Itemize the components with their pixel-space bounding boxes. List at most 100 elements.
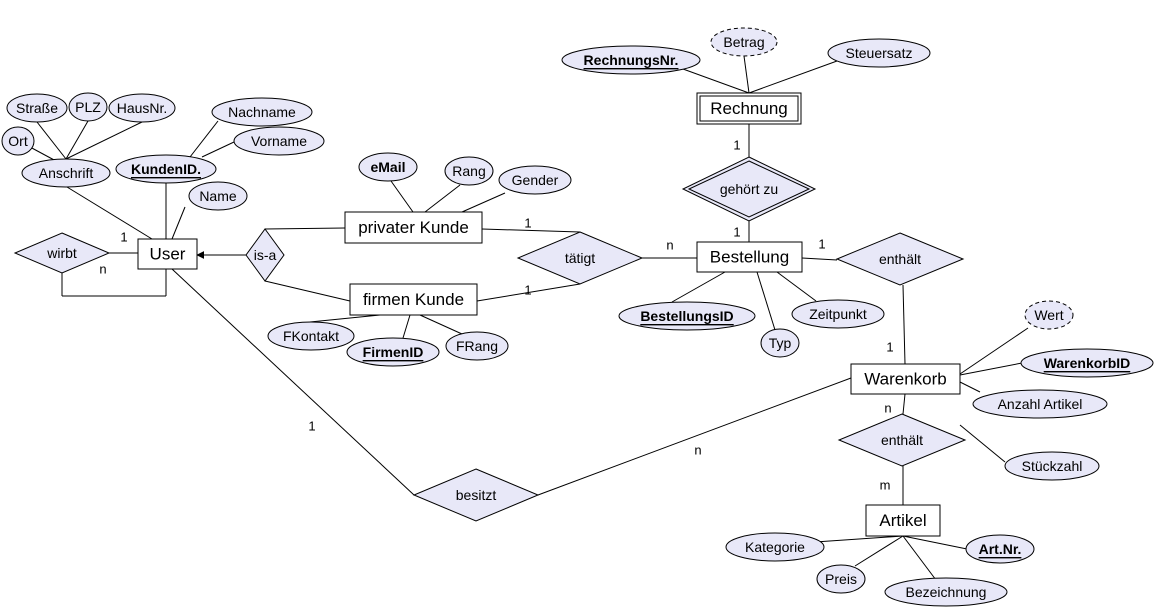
attribute-label: KundenID.	[131, 161, 201, 177]
entity-privat[interactable]: privater Kunde	[344, 211, 483, 244]
attribute-label: Nachname	[228, 104, 296, 120]
attribute-ellipse	[827, 38, 931, 68]
attribute-ellipse	[6, 93, 68, 123]
attribute-ellipse	[760, 328, 800, 358]
attribute-vorname[interactable]: Vorname	[233, 126, 325, 156]
cardinality-c_user_besitzt: 1	[308, 419, 315, 434]
connector-line	[671, 271, 726, 303]
connector-line	[902, 535, 968, 550]
relationship-wirbt[interactable]: wirbt	[13, 232, 111, 274]
attribute-nachname[interactable]: Nachname	[211, 97, 313, 127]
entity-box	[137, 238, 198, 270]
attribute-label: Anschrift	[39, 165, 94, 181]
attribute-ort[interactable]: Ort	[1, 126, 35, 156]
connector-line	[814, 535, 904, 543]
connector-line	[309, 314, 381, 323]
entity-label: Bestellung	[710, 248, 789, 267]
attribute-label: Ort	[8, 133, 28, 149]
attribute-rechnungsnr[interactable]: RechnungsNr.	[561, 45, 701, 75]
connector-line	[476, 283, 581, 302]
attribute-kategorie[interactable]: Kategorie	[725, 532, 825, 562]
connector-line	[65, 121, 143, 160]
attribute-ellipse	[108, 93, 176, 123]
connector-line	[481, 228, 581, 233]
connector-line	[65, 120, 89, 160]
attribute-stueckzahl[interactable]: Stückzahl	[1004, 451, 1100, 481]
relationship-diamond	[835, 232, 965, 286]
entity-bestellung[interactable]: Bestellung	[696, 241, 803, 273]
attribute-label: Bezeichnung	[906, 584, 987, 600]
entity-box	[865, 504, 941, 537]
entity-rechnung[interactable]: Rechnung	[696, 92, 802, 125]
relationship-diamond	[13, 232, 111, 274]
entity-firmen[interactable]: firmen Kunde	[349, 283, 478, 316]
relationship-enthaelt2[interactable]: enthält	[837, 413, 967, 467]
attribute-ellipse	[21, 158, 111, 188]
attribute-ellipse	[1024, 300, 1074, 330]
relationship-label: gehört zu	[720, 181, 778, 197]
attribute-label: RechnungsNr.	[584, 52, 679, 68]
entity-label: privater Kunde	[358, 218, 469, 237]
connector-line	[402, 314, 411, 339]
relationship-label: tätigt	[565, 250, 595, 266]
relationship-isa[interactable]: is-a	[245, 228, 285, 282]
attribute-preis[interactable]: Preis	[816, 564, 866, 594]
attribute-bestellungsid[interactable]: BestellungsID	[618, 301, 756, 331]
attribute-anzahlartikel[interactable]: Anzahl Artikel	[972, 389, 1108, 419]
connection-lines	[29, 55, 1029, 581]
entity-inner-border	[699, 95, 799, 122]
attribute-warenkorbid[interactable]: WarenkorbID	[1020, 348, 1154, 378]
attribute-gender[interactable]: Gender	[498, 165, 572, 195]
connector-line	[959, 362, 1023, 376]
attribute-ellipse	[1020, 348, 1154, 378]
connector-line	[902, 393, 906, 415]
entity-label: Artikel	[879, 511, 926, 530]
attribute-bezeichnung[interactable]: Bezeichnung	[884, 577, 1008, 607]
attribute-frang[interactable]: FRang	[445, 331, 509, 361]
attribute-ellipse	[188, 181, 248, 211]
entity-box	[344, 211, 483, 244]
attribute-steuersatz[interactable]: Steuersatz	[827, 38, 931, 68]
attribute-name[interactable]: Name	[188, 181, 248, 211]
relationship-label: is-a	[254, 247, 277, 263]
attribute-typ[interactable]: Typ	[760, 328, 800, 358]
attribute-ellipse	[816, 564, 866, 594]
relationship-taetigt[interactable]: tätigt	[516, 231, 644, 285]
connector-line	[264, 227, 346, 230]
relationship-enthaelt1[interactable]: enthält	[835, 232, 965, 286]
attribute-fkontakt[interactable]: FKontakt	[267, 321, 355, 351]
attribute-label: Kategorie	[745, 539, 805, 555]
relationship-besitzt[interactable]: besitzt	[412, 468, 540, 522]
attribute-kundenid[interactable]: KundenID.	[115, 154, 217, 184]
attribute-wert[interactable]: Wert	[1024, 300, 1074, 330]
entity-artikel[interactable]: Artikel	[865, 504, 941, 537]
attribute-anschrift[interactable]: Anschrift	[21, 158, 111, 188]
attribute-label: HausNr.	[117, 100, 168, 116]
attribute-email[interactable]: eMail	[358, 152, 418, 182]
cardinality-c_besitzt_warenkorb: n	[694, 443, 701, 458]
entity-warenkorb[interactable]: Warenkorb	[850, 363, 961, 395]
attribute-plz[interactable]: PLZ	[68, 92, 108, 122]
attribute-zeitpunkt[interactable]: Zeitpunkt	[791, 299, 885, 329]
relationship-gehoert[interactable]: gehört zu	[681, 156, 817, 222]
attribute-strasse[interactable]: Straße	[6, 93, 68, 123]
attribute-ellipse	[233, 126, 325, 156]
attribute-artnr[interactable]: Art.Nr.	[965, 534, 1035, 564]
attribute-label: FirmenID	[363, 344, 424, 360]
relationship-diamond	[245, 228, 285, 282]
attribute-rang[interactable]: Rang	[444, 156, 494, 186]
attribute-label: FKontakt	[283, 328, 339, 344]
attribute-label: Zeitpunkt	[809, 306, 867, 322]
connector-line	[743, 55, 750, 94]
attribute-ellipse	[965, 534, 1035, 564]
attribute-hausnr[interactable]: HausNr.	[108, 93, 176, 123]
attribute-betrag[interactable]: Betrag	[710, 27, 778, 57]
connector-line	[902, 535, 937, 581]
attribute-firmenid[interactable]: FirmenID	[346, 337, 440, 367]
attribute-label: Stückzahl	[1022, 458, 1083, 474]
entity-label: User	[150, 245, 186, 264]
connector-line	[776, 271, 817, 302]
connector-line	[424, 184, 461, 213]
entity-user[interactable]: User	[137, 238, 198, 270]
connector-line	[537, 377, 852, 496]
